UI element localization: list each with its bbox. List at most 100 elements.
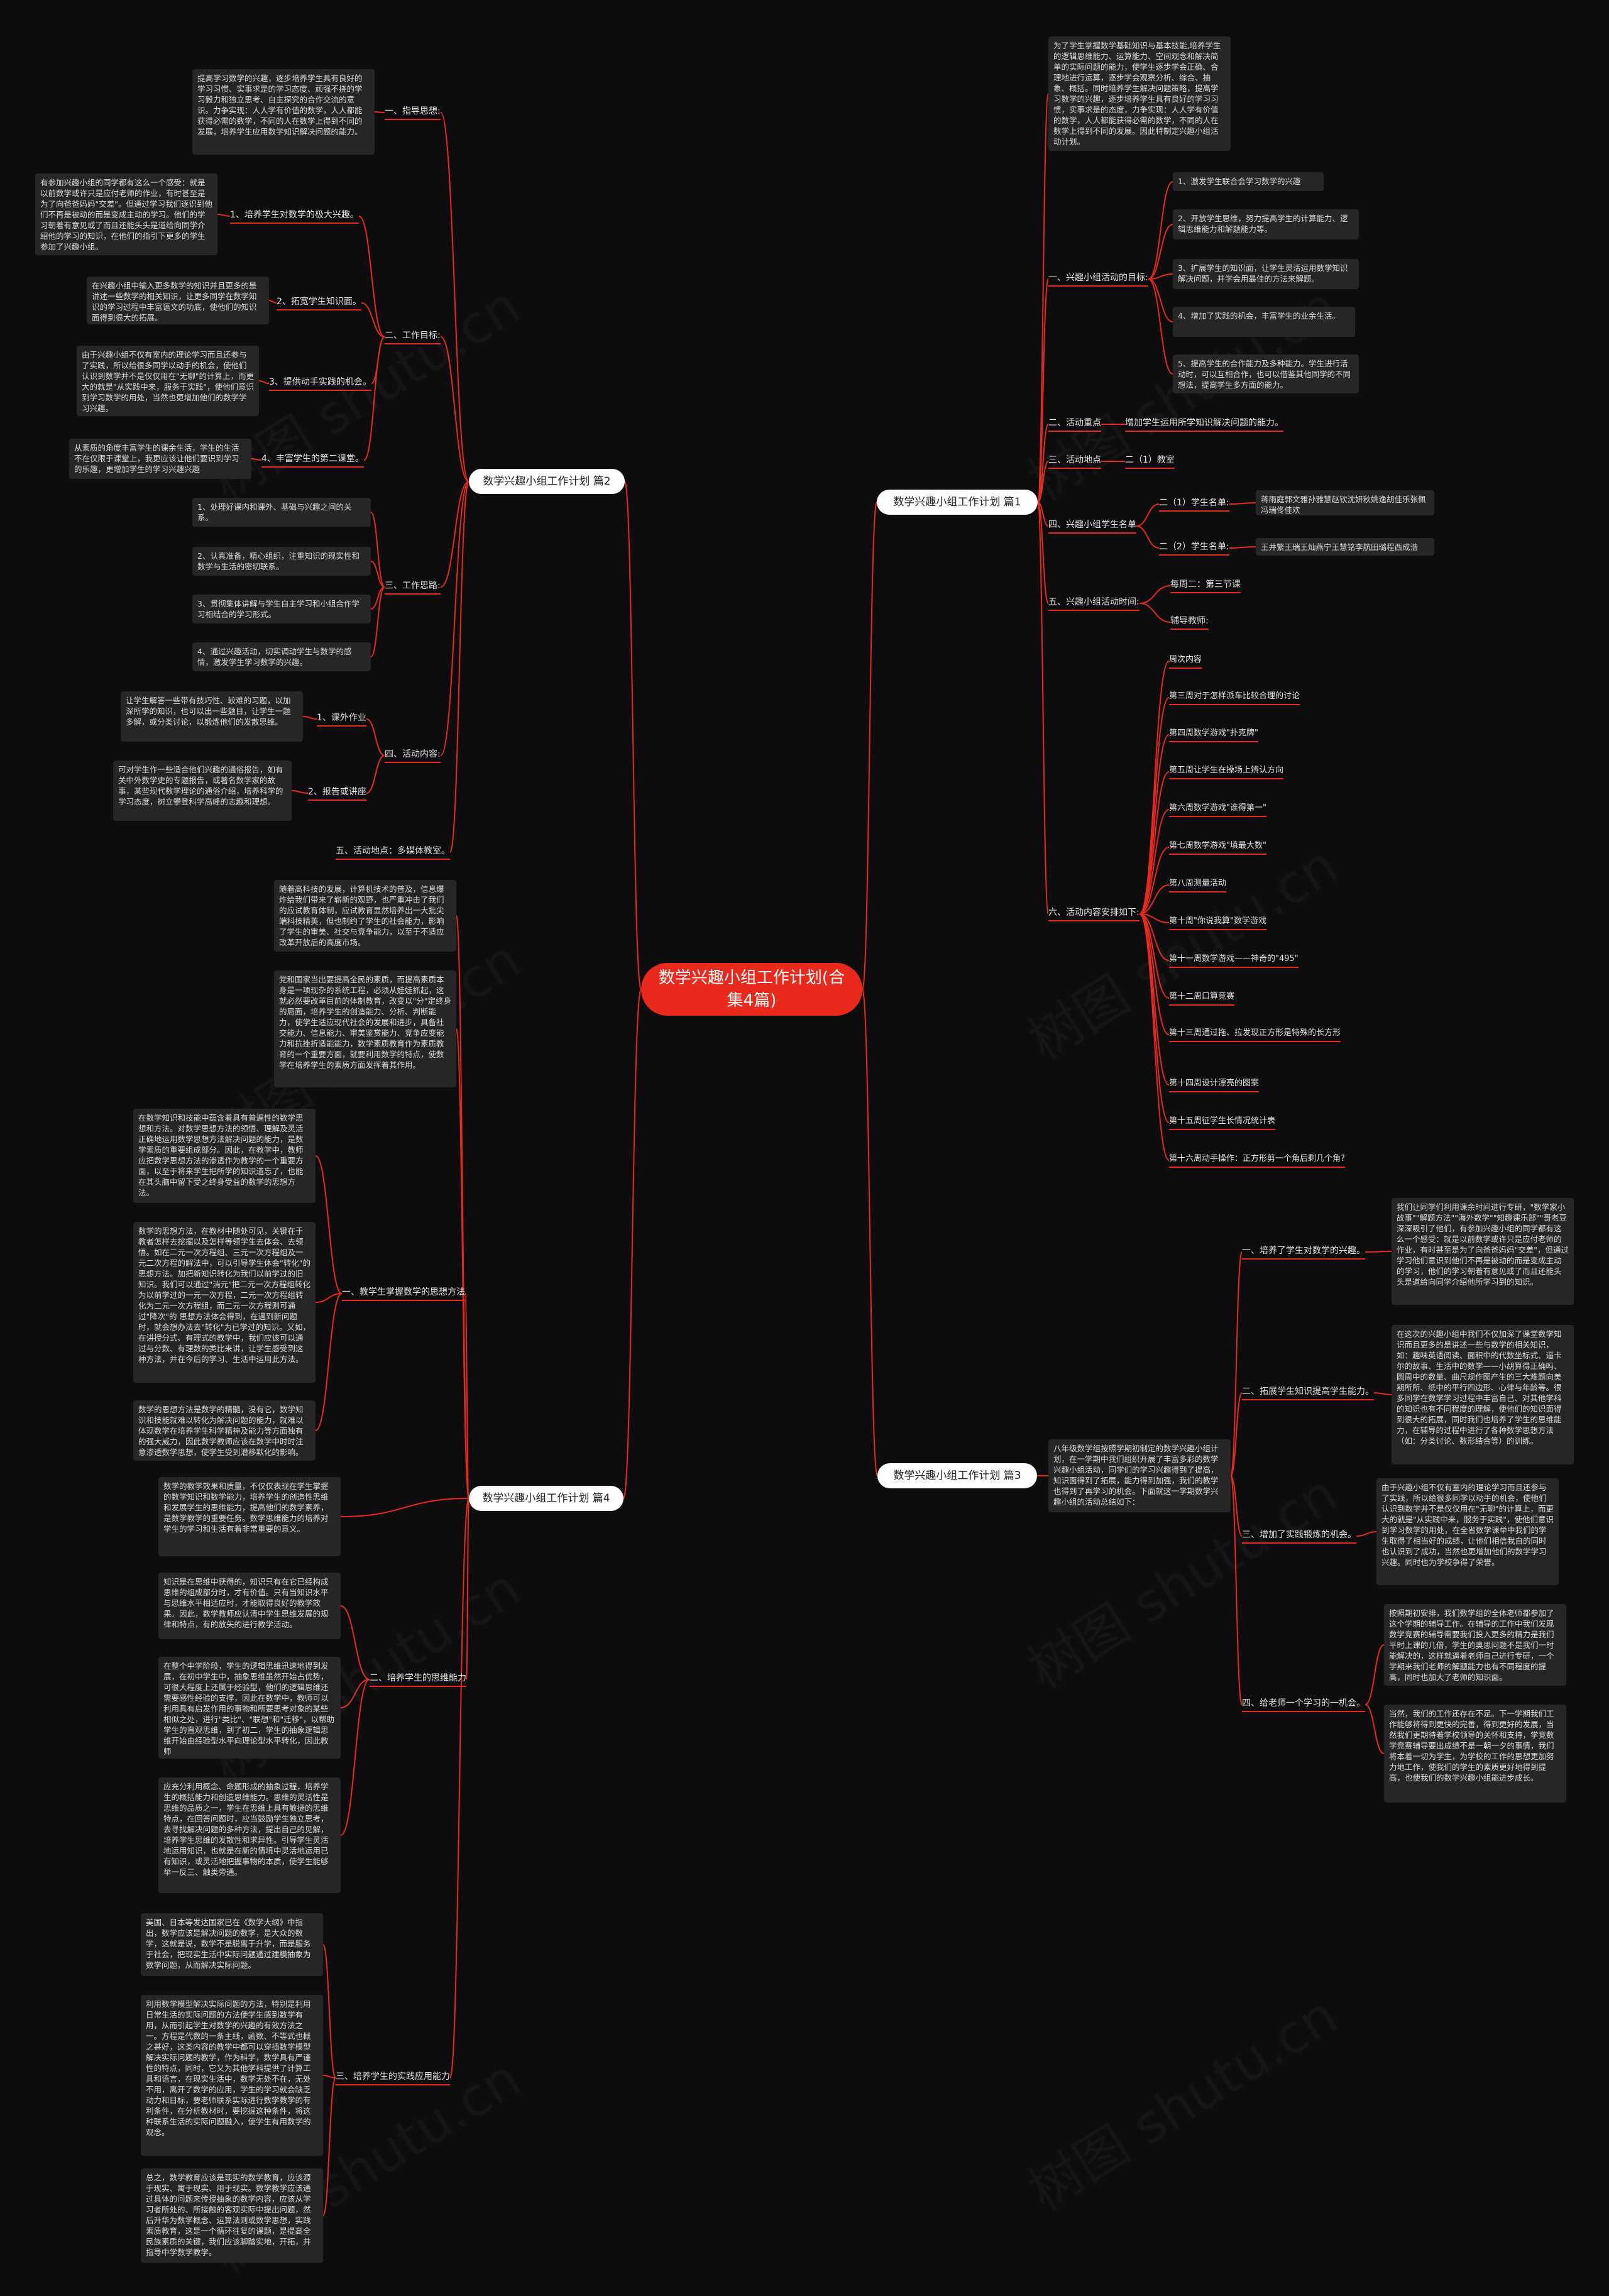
- connector-line: [1148, 224, 1173, 280]
- section-schedule[interactable]: 六、活动内容安排如下:: [1048, 906, 1139, 921]
- connector-line: [251, 458, 262, 461]
- summary-text: 我们让同学们利用课余时间进行专研，"数学家小故事""解题方法""海外数学""知趣…: [1392, 1198, 1574, 1305]
- section-guide[interactable]: 一、指导思想:: [385, 105, 441, 120]
- connector-line: [1037, 278, 1049, 503]
- section-label[interactable]: 一、教学生掌握数学的思想方法: [342, 1286, 465, 1301]
- connector-line: [1230, 1392, 1243, 1476]
- method-item: 1、处理好课内和课外、基础与兴趣之间的关系。: [192, 498, 371, 527]
- section-goals[interactable]: 二、工作目标:: [385, 329, 441, 344]
- section-time[interactable]: 五、兴趣小组活动时间:: [1048, 596, 1139, 611]
- root-topic[interactable]: 数学兴趣小组工作计划(合集4篇): [641, 963, 862, 1016]
- section-place[interactable]: 三、活动地点: [1048, 454, 1101, 469]
- section-text: 应充分利用概念、命题形成的抽象过程，培养学生的概括能力和创造思维能力。思维的灵活…: [158, 1777, 341, 1893]
- goal-item: 1、激发学生联合会学习数学的兴趣: [1173, 172, 1324, 191]
- connector-line: [340, 1679, 370, 1708]
- goal-item: 4、增加了实践的机会，丰富学生的业余生活。: [1173, 307, 1355, 337]
- summary-point[interactable]: 一、培养了学生对数学的兴趣。: [1242, 1244, 1365, 1260]
- branch-p1[interactable]: 数学兴趣小组工作计划 篇1: [877, 490, 1038, 515]
- section-methods[interactable]: 三、工作思路:: [385, 579, 441, 595]
- connector-line: [1139, 585, 1171, 604]
- connector-line: [366, 718, 385, 756]
- section-text: 数学的教学效果和质量，不仅仅表现在学生掌握的数学知识和数学能力，培养学生的创造性…: [158, 1477, 341, 1556]
- section-label[interactable]: 二、培养学生的思维能力: [370, 1672, 466, 1687]
- section-content[interactable]: 四、活动内容:: [385, 748, 441, 763]
- connector-line: [1229, 502, 1256, 505]
- intro-text: 随着高科技的发展，计算机技术的普及，信息爆炸给我们带来了崭新的观野，也严重冲击了…: [274, 880, 456, 952]
- connector-line: [315, 1293, 343, 1431]
- connector-line: [440, 481, 470, 756]
- schedule-item: 第十二周口算竞赛: [1169, 991, 1235, 1006]
- goal-item: 3、扩展学生的知识面，让学生灵活运用数学知识解决问题，并学会用最佳的方法来解题。: [1173, 259, 1359, 289]
- branch-p3[interactable]: 数学兴趣小组工作计划 篇3: [877, 1463, 1037, 1488]
- connector-line: [1037, 502, 1049, 604]
- branch-p2[interactable]: 数学兴趣小组工作计划 篇2: [469, 469, 625, 494]
- connector-line: [1373, 1392, 1392, 1395]
- class-roster-label[interactable]: 二（2）学生名单:: [1159, 541, 1229, 556]
- connector-line: [302, 716, 317, 720]
- focus-text: 增加学生运用所学知识解决问题的能力。: [1125, 417, 1283, 432]
- time-item: 辅导教师:: [1170, 615, 1209, 630]
- connector-line: [449, 481, 470, 853]
- schedule-item: 第八周测量活动: [1169, 877, 1227, 893]
- section-text: 总之，数学教育应该是现实的数学教育，应该源于现实、寓于现实、用于现实。数学教学应…: [141, 2168, 323, 2263]
- connector-line: [1139, 913, 1170, 999]
- connector-line: [1139, 661, 1170, 915]
- guide-text: 提高学习数学的兴趣，逐步培养学生具有良好的学习习惯、实事求是的学习态度、顽强不挠…: [192, 69, 375, 155]
- connector-line: [1037, 93, 1049, 503]
- schedule-item: 第十六周动手操作：正方形剪一个角后剩几个角?: [1169, 1153, 1345, 1168]
- class-roster: 王井繁王瑞王灿燕宁王慧铭李航田璐程西成浩: [1256, 538, 1434, 556]
- content-label[interactable]: 1、课外作业: [317, 711, 366, 727]
- goal-label[interactable]: 3、提供动手实践的机会。: [269, 376, 371, 391]
- connector-line: [340, 1679, 370, 1836]
- schedule-item: 第四周数学游戏"扑克牌": [1169, 727, 1258, 742]
- goal-label[interactable]: 2、拓宽学生知识面。: [277, 295, 361, 310]
- summary-point[interactable]: 四、给老师一个学习的一机会。: [1242, 1697, 1365, 1712]
- connector-line: [340, 1498, 470, 1517]
- connector-line: [623, 989, 642, 1499]
- section-names[interactable]: 四、兴趣小组学生名单: [1048, 519, 1136, 534]
- schedule-item: 第十一周数学游戏——神奇的"495": [1169, 953, 1299, 968]
- connector-line: [291, 790, 309, 794]
- connector-line: [315, 1155, 343, 1294]
- connector-line: [1139, 734, 1170, 915]
- connector-line: [1139, 913, 1170, 961]
- connector-line: [340, 1605, 370, 1680]
- connector-line: [358, 216, 385, 338]
- schedule-item: 第三周对于怎样派车比较合理的讨论: [1169, 690, 1300, 705]
- method-item: 2、认真准备，精心组织，注重知识的现实性和数学与生活的密切联系。: [192, 547, 371, 576]
- connector-line: [370, 561, 385, 588]
- section-focus[interactable]: 二、活动重点: [1048, 417, 1101, 432]
- connector-line: [315, 1293, 343, 1303]
- summary-point[interactable]: 二、拓展学生知识提高学生能力。: [1242, 1385, 1374, 1400]
- goal-label[interactable]: 4、丰富学生的第二课堂。: [261, 453, 364, 468]
- intro-text: 党和国家当出要提高全民的素质，而提高素质本身是一项现杂的系统工程，必须从娃娃抓起…: [274, 970, 456, 1087]
- section-text: 在数学知识和技能中蕴含着具有普遍性的数学思想和方法。对数学思想方法的领悟、理解及…: [133, 1109, 316, 1203]
- connector-line: [862, 989, 878, 1476]
- content-text: 可对学生作一些适合他们兴趣的通俗报告，如有关中外数学史的专题报告，或著名数学家的…: [113, 761, 292, 821]
- content-text: 让学生解答一些带有技巧性、较难的习题，以加深所学的知识，也可以出一些题目，让学生…: [121, 691, 303, 742]
- summary-text: 在这次的兴趣小组中我们不仅加深了课堂数学知识而且更多的是讲述一些与数学的相关知识…: [1392, 1325, 1574, 1464]
- branch-p4[interactable]: 数学兴趣小组工作计划 篇4: [469, 1486, 623, 1511]
- intro-text: 为了学生掌握数学基础知识与基本技能,培养学生的逻辑思维能力、运算能力、空间观念和…: [1048, 36, 1231, 151]
- connector-line: [449, 1498, 470, 2079]
- connector-line: [1136, 525, 1160, 549]
- connector-line: [258, 380, 270, 384]
- connector-line: [1037, 461, 1049, 503]
- connector-line: [1356, 1531, 1377, 1537]
- summary-point[interactable]: 三、增加了实践锻炼的机会。: [1242, 1529, 1356, 1544]
- connector-line: [1136, 503, 1160, 527]
- connector-line: [624, 481, 642, 990]
- goal-text: 有参加兴趣小组的同学都有这么一个感受：就是以前数学或许只是应付老师的作业，有时甚…: [35, 173, 217, 255]
- goal-text: 从素质的角度丰富学生的课余生活，学生的生活不在仅限于课堂上，我更应该让他们要识到…: [69, 439, 251, 479]
- section-text: 数学的思想方法是数学的精髓，没有它，数学知识和技能就难以转化为解决问题的能力，就…: [133, 1400, 316, 1461]
- class-roster-label[interactable]: 二（1）学生名单:: [1159, 497, 1229, 512]
- content-label[interactable]: 2、报告或讲座: [308, 786, 366, 801]
- schedule-item: 第六周数学游戏"谁得第一": [1169, 802, 1266, 817]
- place-text: 二（1）教室: [1125, 454, 1175, 469]
- goal-label[interactable]: 1、培养学生对数学的极大兴趣。: [230, 209, 359, 224]
- connector-line: [268, 300, 277, 304]
- section-label[interactable]: 三、培养学生的实践应用能力: [336, 2070, 450, 2085]
- summary-text: 按照期初安排，我们数学组的全体老师都参加了这个学期的辅导工作。在辅导的工作中我们…: [1384, 1604, 1566, 1686]
- section-goals[interactable]: 一、兴趣小组活动的目标:: [1048, 272, 1148, 287]
- closing-text: 当然，我们的工作还存在不足。下一学期我们工作能够将得到更快的完善，得到更好的发展…: [1384, 1705, 1566, 1803]
